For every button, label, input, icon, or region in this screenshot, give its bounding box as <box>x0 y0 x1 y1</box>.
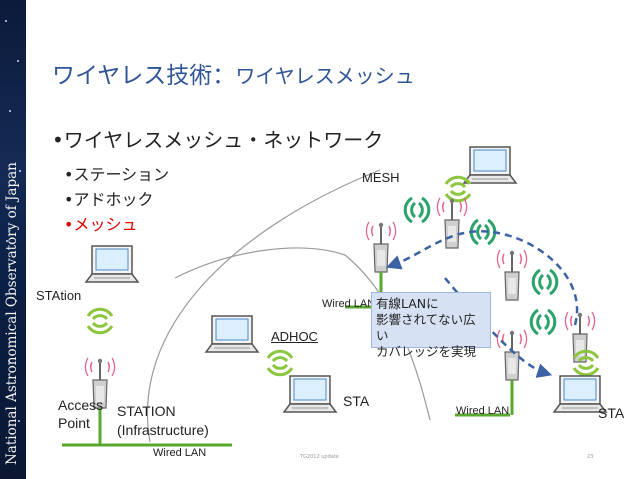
signal-icon <box>403 196 431 224</box>
bullet-adhoc: •アドホック <box>64 190 154 209</box>
access-point-icon <box>496 329 528 381</box>
star-decoration <box>6 240 8 242</box>
laptop-icon <box>205 315 259 353</box>
callout-line: カバレッジを実現 <box>376 344 477 359</box>
signal-icon <box>531 268 559 296</box>
signal-icon <box>529 308 557 336</box>
bullet-main: •ワイヤレスメッシュ・ネットワーク <box>52 128 384 152</box>
title-main: ワイヤレス技術： <box>52 63 236 89</box>
star-decoration <box>9 110 11 112</box>
station-label: STATION <box>117 403 176 419</box>
access-point-icon <box>436 197 468 249</box>
access-point-icon <box>564 311 596 363</box>
infrastructure-label: (Infrastructure) <box>117 422 209 438</box>
access-point-icon <box>496 249 528 301</box>
adhoc-label: ADHOC <box>271 329 318 344</box>
signal-icon <box>444 175 472 203</box>
zone-divider <box>174 247 346 279</box>
footer-left: TG2012 update <box>300 454 339 460</box>
wired-lan-label: Wired LAN <box>322 298 376 310</box>
title-sub: ワイヤレスメッシュ <box>235 64 415 88</box>
wired-lan-label: Wired LAN <box>153 447 207 459</box>
signal-icon <box>266 349 294 377</box>
mesh-label: MESH <box>362 170 400 185</box>
star-decoration <box>8 360 10 362</box>
access-point-icon <box>365 221 397 273</box>
star-decoration <box>17 60 19 62</box>
star-decoration <box>5 20 7 22</box>
bullet-mesh: •メッシュ <box>64 215 138 234</box>
bullet-station: •ステーション <box>64 165 170 184</box>
callout-box: 有線LANに 影響されてない広い カバレッジを実現 <box>371 292 491 359</box>
sta-label-middle: STA <box>343 393 370 409</box>
page-number: 23 <box>587 454 594 460</box>
mesh-path-arrow <box>385 230 579 326</box>
sta-label-right: STA <box>598 405 625 421</box>
callout-line: 影響されてない広い <box>376 312 476 343</box>
star-decoration <box>19 170 21 172</box>
star-decoration <box>15 300 17 302</box>
laptop-icon <box>463 146 517 184</box>
zone-divider <box>146 169 381 443</box>
access-label: Access <box>58 397 104 413</box>
sidebar-banner: National Astronomical Observatory of Jap… <box>0 0 26 479</box>
wired-lan-label: Wired LAN <box>456 405 510 417</box>
callout-line: 有線LANに <box>376 296 439 311</box>
point-label: Point <box>58 415 90 431</box>
slide-title: ワイヤレス技術：ワイヤレスメッシュ <box>52 56 415 90</box>
signal-icon <box>86 307 114 335</box>
star-decoration <box>18 420 20 422</box>
laptop-icon <box>85 245 139 283</box>
laptop-icon <box>283 375 337 413</box>
station-label-left: STAtion <box>36 288 82 303</box>
